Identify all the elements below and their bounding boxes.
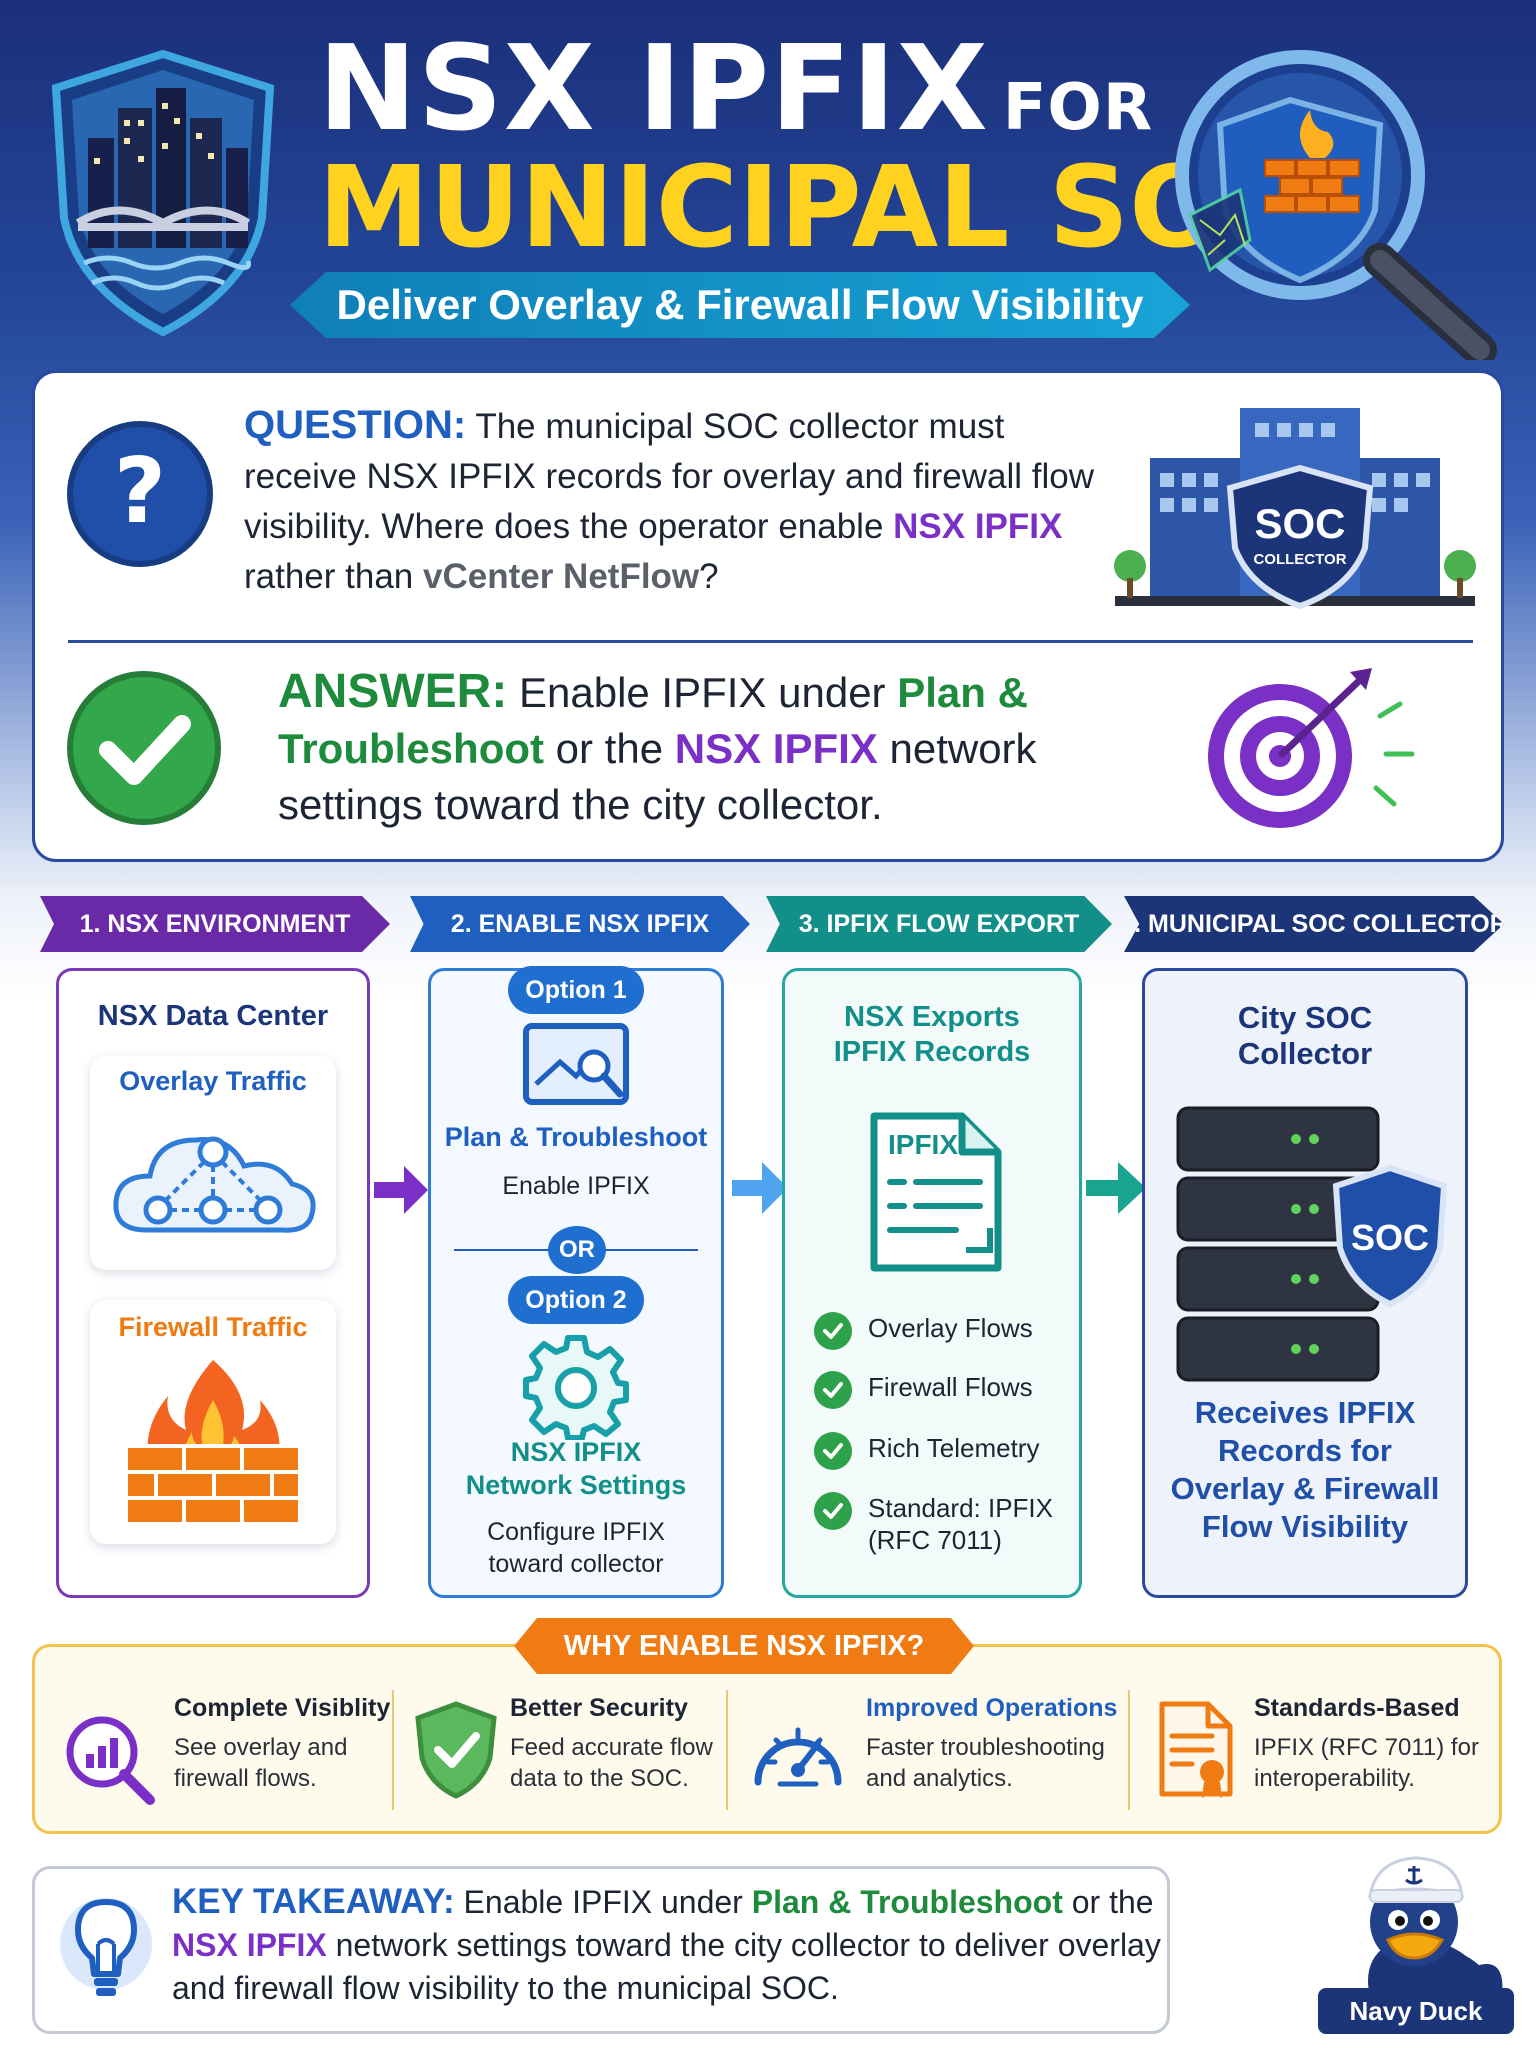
- gear-icon: [523, 1335, 629, 1440]
- why-separator: [1128, 1690, 1130, 1810]
- check-label: Overlay Flows: [868, 1313, 1033, 1343]
- check-row-rich-telemetry: Rich Telemetry: [814, 1432, 1054, 1470]
- check-row-standard-ipfix: Standard: IPFIX (RFC 7011): [814, 1492, 1054, 1556]
- qa-divider: [68, 640, 1473, 643]
- step-banner-3-label: 3. IPFIX FLOW EXPORT: [798, 909, 1080, 938]
- check-icon: [814, 1492, 852, 1530]
- step-banner-2: 2. ENABLE NSX IPFIX: [410, 896, 750, 952]
- question-text: QUESTION: The municipal SOC collector mu…: [244, 403, 1095, 596]
- check-row-overlay-flows: Overlay Flows: [814, 1312, 1054, 1350]
- option2-pill: Option 2: [508, 1276, 644, 1324]
- flow-arrow-3-icon: [1086, 1162, 1146, 1214]
- mascot-label: Navy Duck: [1318, 1988, 1514, 2034]
- firewall-fire-icon: [124, 1360, 302, 1526]
- takeaway-highlight-plan-troubleshoot: Plan & Troubleshoot: [751, 1884, 1063, 1920]
- question-highlight-vcenter-netflow: vCenter NetFlow: [423, 557, 700, 596]
- overlay-traffic-label: Overlay Traffic: [119, 1066, 307, 1096]
- why-separator: [392, 1690, 394, 1810]
- answer-label: ANSWER:: [278, 665, 508, 718]
- title-for: FOR: [1002, 71, 1154, 145]
- step-banner-4: 4. MUNICIPAL SOC COLLECTOR: [1124, 896, 1504, 952]
- check-icon: [814, 1432, 852, 1470]
- magnifier-firewall-icon: [1175, 50, 1497, 360]
- chart-magnifier-icon: [66, 1716, 155, 1805]
- option1-desc: Enable IPFIX: [502, 1172, 650, 1200]
- step-banner-1: 1. NSX ENVIRONMENT: [40, 896, 390, 952]
- step-banner-1-label: 1. NSX ENVIRONMENT: [79, 909, 351, 938]
- step1-title: NSX Data Center: [97, 1000, 329, 1032]
- why-item-3-title: Improved Operations: [866, 1694, 1118, 1722]
- server-soc-label: SOC: [1351, 1217, 1429, 1258]
- key-takeaway-text: KEY TAKEAWAY: Enable IPFIX under Plan & …: [172, 1882, 1161, 2006]
- option1-pill: Option 1: [508, 966, 644, 1014]
- answer-highlight-nsx-ipfix: NSX IPFIX: [674, 725, 878, 772]
- server-soc-icon: SOC: [1176, 1106, 1448, 1382]
- check-circle-icon: [67, 671, 221, 825]
- why-enable-banner: WHY ENABLE NSX IPFIX?: [514, 1618, 974, 1674]
- check-icon: [814, 1312, 852, 1350]
- soc-building-icon: SOC COLLECTOR: [1114, 408, 1476, 610]
- flow-arrow-2-icon: [732, 1162, 788, 1214]
- answer-text: ANSWER: Enable IPFIX under Plan & Troubl…: [278, 665, 1037, 828]
- or-badge: OR: [548, 1226, 606, 1274]
- check-label: Standard: IPFIX (RFC 7011): [868, 1493, 1053, 1555]
- takeaway-highlight-nsx-ipfix: NSX IPFIX: [172, 1927, 327, 1963]
- question-mark-icon: ?: [67, 421, 213, 567]
- answer-highlight-plan-troubleshoot: Plan & Troubleshoot: [278, 669, 1028, 772]
- check-icon: [814, 1371, 852, 1409]
- key-takeaway-box: [32, 1866, 1170, 2034]
- subtitle-banner: Deliver Overlay & Firewall Flow Visibili…: [290, 272, 1190, 338]
- firewall-traffic-label: Firewall Traffic: [118, 1312, 308, 1342]
- soc-badge-text: SOC: [1254, 500, 1345, 547]
- step-banner-2-label: 2. ENABLE NSX IPFIX: [450, 909, 710, 938]
- soc-badge-subtext: COLLECTOR: [1253, 551, 1346, 568]
- shield-check-icon: [415, 1701, 497, 1799]
- lightbulb-icon: [60, 1898, 152, 1996]
- gauge-icon: [754, 1727, 842, 1787]
- ipfix-document-icon: IPFIX: [870, 1112, 1002, 1272]
- why-separator: [726, 1690, 728, 1810]
- key-takeaway-label: KEY TAKEAWAY:: [172, 1882, 455, 1921]
- ipfix-doc-label: IPFIX: [888, 1129, 958, 1160]
- target-icon: [1208, 668, 1415, 828]
- check-label: Rich Telemetry: [868, 1433, 1040, 1463]
- why-enable-box: [32, 1644, 1502, 1834]
- flow-arrow-1-icon: [374, 1166, 428, 1214]
- question-label: QUESTION:: [244, 403, 467, 447]
- question-highlight-nsx-ipfix: NSX IPFIX: [893, 507, 1063, 546]
- chart-magnifier-screen-icon: [523, 1023, 629, 1105]
- why-item-4-title: Standards-Based: [1254, 1694, 1460, 1722]
- svg-text:?: ?: [114, 439, 166, 544]
- check-label: Firewall Flows: [868, 1372, 1033, 1402]
- check-row-firewall-flows: Firewall Flows: [814, 1371, 1054, 1409]
- city-shield-logo-icon: [51, 49, 275, 337]
- cloud-network-icon: [113, 1136, 316, 1233]
- certificate-icon: [1159, 1701, 1233, 1798]
- why-item-1-title: Complete Visiblity: [174, 1694, 391, 1722]
- why-item-2-title: Better Security: [510, 1694, 688, 1722]
- option1-title: Plan & Troubleshoot: [444, 1122, 708, 1152]
- step-banner-4-label: 4. MUNICIPAL SOC COLLECTOR: [1120, 909, 1508, 938]
- step-banner-3: 3. IPFIX FLOW EXPORT: [766, 896, 1112, 952]
- page-title-line2: MUNICIPAL SOC: [318, 143, 1307, 273]
